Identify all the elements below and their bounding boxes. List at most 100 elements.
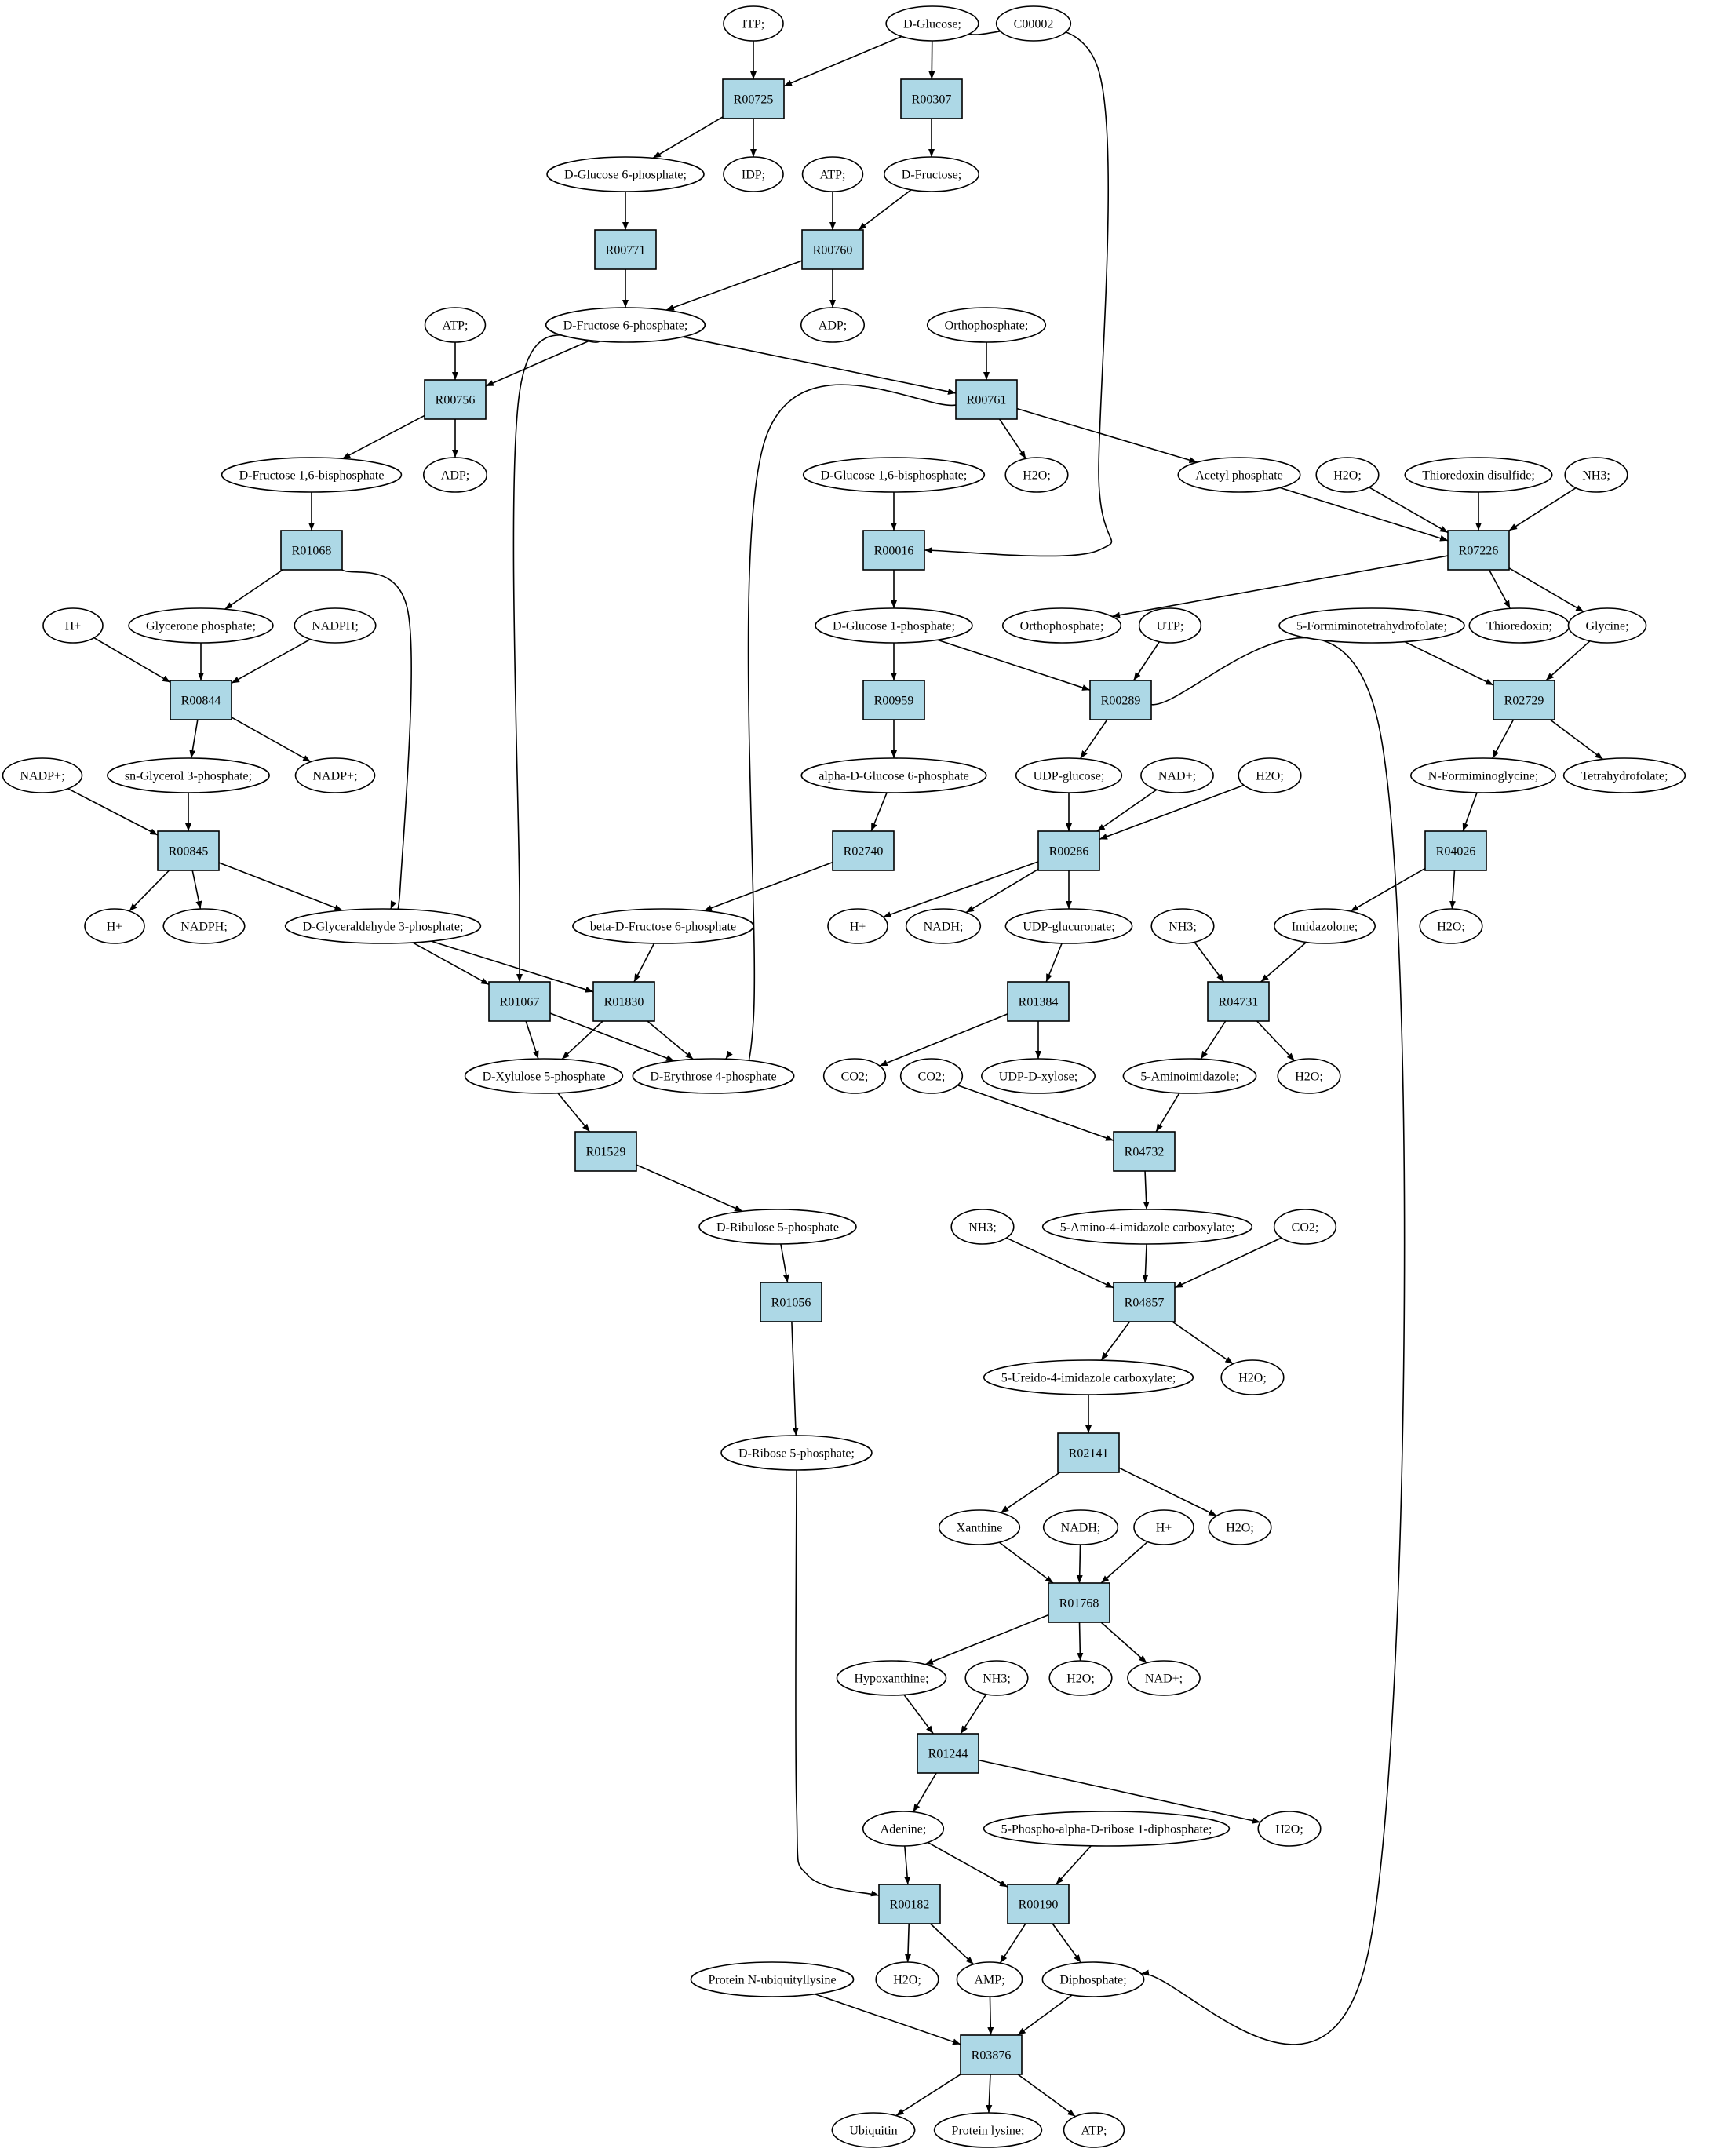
compound-node-c_xanthine[interactable]: Xanthine — [938, 1509, 1021, 1545]
compound-node-c_formthf[interactable]: 5-Formiminotetrahydrofolate; — [1278, 607, 1465, 644]
compound-node-c_udpglcur[interactable]: UDP-glucuronate; — [1004, 908, 1133, 944]
reaction-node-r_r00307[interactable]: R00307 — [900, 78, 963, 119]
compound-node-c_adenine[interactable]: Adenine; — [862, 1811, 945, 1847]
compound-node-c_nh3_1[interactable]: NH3; — [1564, 457, 1628, 493]
compound-node-c_nh3_3[interactable]: NH3; — [950, 1209, 1015, 1245]
compound-node-c_dfructose[interactable]: D-Fructose; — [883, 156, 980, 192]
compound-node-c_aminoimid[interactable]: 5-Aminoimidazole; — [1122, 1058, 1257, 1094]
reaction-node-r_r00016[interactable]: R00016 — [862, 530, 925, 571]
compound-node-c_protubq[interactable]: Protein N-ubiquityllysine — [690, 1961, 855, 1997]
compound-node-c_acetylp[interactable]: Acetyl phosphate — [1177, 457, 1301, 493]
compound-node-c_bf6p[interactable]: beta-D-Fructose 6-phosphate — [572, 908, 754, 944]
reaction-node-r_r04857[interactable]: R04857 — [1113, 1282, 1176, 1322]
reaction-node-r_r00761[interactable]: R00761 — [955, 379, 1018, 420]
compound-node-c_formgly[interactable]: N-Formiminoglycine; — [1409, 757, 1557, 793]
compound-node-c_atp2[interactable]: ATP; — [424, 307, 487, 343]
reaction-node-r_r01068[interactable]: R01068 — [280, 530, 343, 571]
compound-node-c_g6p[interactable]: D-Glucose 6-phosphate; — [546, 156, 705, 192]
compound-node-c_thiodis[interactable]: Thioredoxin disulfide; — [1404, 457, 1553, 493]
compound-node-c_co2_2[interactable]: CO2; — [899, 1058, 964, 1094]
compound-node-c_imidazolone[interactable]: Imidazolone; — [1273, 908, 1376, 944]
compound-node-c_h2o_7[interactable]: H2O; — [1208, 1509, 1272, 1545]
reaction-node-r_r04732[interactable]: R04732 — [1113, 1131, 1176, 1172]
compound-node-c_e4p[interactable]: D-Erythrose 4-phosphate — [632, 1058, 795, 1094]
compound-node-c_adp2[interactable]: ADP; — [422, 457, 488, 493]
compound-node-c_nadh1[interactable]: NADH; — [905, 908, 982, 944]
compound-node-c_protlys[interactable]: Protein lysine; — [933, 2112, 1043, 2148]
reaction-node-r_r01384[interactable]: R01384 — [1007, 981, 1070, 1022]
compound-node-c_prpp[interactable]: 5-Phospho-alpha-D-ribose 1-diphosphate; — [983, 1811, 1231, 1847]
compound-node-c_r5p[interactable]: D-Ribose 5-phosphate; — [720, 1435, 873, 1471]
reaction-node-r_r01529[interactable]: R01529 — [574, 1131, 637, 1172]
compound-node-c_xu5p[interactable]: D-Xylulose 5-phosphate — [464, 1058, 624, 1094]
compound-node-c_nh3_4[interactable]: NH3; — [964, 1660, 1029, 1696]
reaction-node-r_r00725[interactable]: R00725 — [722, 78, 785, 119]
reaction-node-r_r00182[interactable]: R00182 — [878, 1884, 941, 1924]
compound-node-c_thioredoxin[interactable]: Thioredoxin; — [1468, 607, 1570, 644]
compound-node-c_nadpplus2[interactable]: NADP+; — [294, 757, 376, 793]
compound-node-c_amp[interactable]: AMP; — [956, 1961, 1023, 1997]
compound-node-c_uicarb[interactable]: 5-Ureido-4-imidazole carboxylate; — [983, 1359, 1194, 1395]
compound-node-c_h2o_6[interactable]: H2O; — [1220, 1359, 1285, 1395]
compound-node-c_nh3_2[interactable]: NH3; — [1150, 908, 1215, 944]
reaction-node-r_r04026[interactable]: R04026 — [1424, 830, 1487, 871]
compound-node-c_dglucose[interactable]: D-Glucose; — [885, 5, 979, 42]
compound-node-c_h2o_4[interactable]: H2O; — [1419, 908, 1483, 944]
compound-node-c_nadph1[interactable]: NADPH; — [294, 607, 377, 644]
reaction-node-r_r01768[interactable]: R01768 — [1048, 1582, 1110, 1623]
compound-node-c_ag6p[interactable]: alpha-D-Glucose 6-phosphate — [800, 757, 987, 793]
reaction-node-r_r03876[interactable]: R03876 — [960, 2034, 1023, 2075]
compound-node-c_glycine[interactable]: Glycine; — [1567, 607, 1647, 644]
reaction-node-r_r01056[interactable]: R01056 — [760, 1282, 822, 1322]
compound-node-c_h2o_10[interactable]: H2O; — [875, 1961, 939, 1997]
reaction-node-r_r00771[interactable]: R00771 — [594, 229, 657, 270]
compound-node-c_f6p[interactable]: D-Fructose 6-phosphate; — [545, 307, 706, 343]
compound-node-c_hplus1[interactable]: H+ — [42, 607, 104, 644]
compound-node-c_h2o_8[interactable]: H2O; — [1048, 1660, 1113, 1696]
compound-node-c_hypox[interactable]: Hypoxanthine; — [836, 1660, 947, 1696]
reaction-node-r_r02740[interactable]: R02740 — [832, 830, 895, 871]
reaction-node-r_r02729[interactable]: R02729 — [1493, 680, 1555, 720]
compound-node-c_atp1[interactable]: ATP; — [801, 156, 864, 192]
compound-node-c_aicarb[interactable]: 5-Amino-4-imidazole carboxylate; — [1041, 1209, 1253, 1245]
compound-node-c_c00002[interactable]: C00002 — [995, 5, 1072, 42]
compound-node-c_hplus2[interactable]: H+ — [84, 908, 145, 944]
reaction-node-r_r00844[interactable]: R00844 — [170, 680, 232, 720]
compound-node-c_h2o_5[interactable]: H2O; — [1277, 1058, 1341, 1094]
compound-node-c_h2o_3[interactable]: H2O; — [1238, 757, 1302, 793]
compound-node-c_co2_1[interactable]: CO2; — [822, 1058, 887, 1094]
compound-node-c_ru5p[interactable]: D-Ribulose 5-phosphate — [698, 1209, 857, 1245]
compound-node-c_ortho1[interactable]: Orthophosphate; — [926, 307, 1047, 343]
reaction-node-r_r00286[interactable]: R00286 — [1037, 830, 1100, 871]
compound-node-c_ppi[interactable]: Diphosphate; — [1041, 1961, 1145, 1997]
compound-node-c_glyc3p[interactable]: sn-Glycerol 3-phosphate; — [107, 757, 270, 793]
reaction-node-r_r00190[interactable]: R00190 — [1007, 1884, 1070, 1924]
compound-node-c_g1p[interactable]: D-Glucose 1-phosphate; — [815, 607, 973, 644]
compound-node-c_h2o_9[interactable]: H2O; — [1257, 1811, 1322, 1847]
reaction-node-r_r01244[interactable]: R01244 — [917, 1733, 979, 1774]
reaction-node-r_r04731[interactable]: R04731 — [1207, 981, 1270, 1022]
compound-node-c_h2o_2[interactable]: H2O; — [1315, 457, 1380, 493]
compound-node-c_gap[interactable]: D-Glyceraldehyde 3-phosphate; — [284, 908, 482, 944]
reaction-node-r_r00289[interactable]: R00289 — [1089, 680, 1152, 720]
compound-node-c_fbp[interactable]: D-Fructose 1,6-bisphosphate — [221, 457, 403, 493]
compound-node-c_nadplus2[interactable]: NAD+; — [1127, 1660, 1201, 1696]
compound-node-c_thf[interactable]: Tetrahydrofolate; — [1562, 757, 1686, 793]
reaction-node-r_r00756[interactable]: R00756 — [424, 379, 487, 420]
compound-node-c_co2_3[interactable]: CO2; — [1273, 1209, 1337, 1245]
compound-node-c_nadplus1[interactable]: NAD+; — [1140, 757, 1214, 793]
compound-node-c_nadpplus1[interactable]: NADP+; — [2, 757, 83, 793]
reaction-node-r_r00845[interactable]: R00845 — [157, 830, 220, 871]
compound-node-c_h2o_1[interactable]: H2O; — [1004, 457, 1069, 493]
reaction-node-r_r00959[interactable]: R00959 — [862, 680, 925, 720]
compound-node-c_nadph2[interactable]: NADPH; — [162, 908, 246, 944]
compound-node-c_hplus4[interactable]: H+ — [1133, 1509, 1194, 1545]
compound-node-c_utp[interactable]: UTP; — [1138, 607, 1202, 644]
reaction-node-r_r07226[interactable]: R07226 — [1447, 530, 1510, 571]
compound-node-c_g16bp[interactable]: D-Glucose 1,6-bisphosphate; — [802, 457, 986, 493]
compound-node-c_udpxyl[interactable]: UDP-D-xylose; — [980, 1058, 1096, 1094]
reaction-node-r_r01830[interactable]: R01830 — [592, 981, 655, 1022]
reaction-node-r_r01067[interactable]: R01067 — [488, 981, 551, 1022]
compound-node-c_hplus3[interactable]: H+ — [827, 908, 888, 944]
reaction-node-r_r02141[interactable]: R02141 — [1057, 1432, 1120, 1473]
